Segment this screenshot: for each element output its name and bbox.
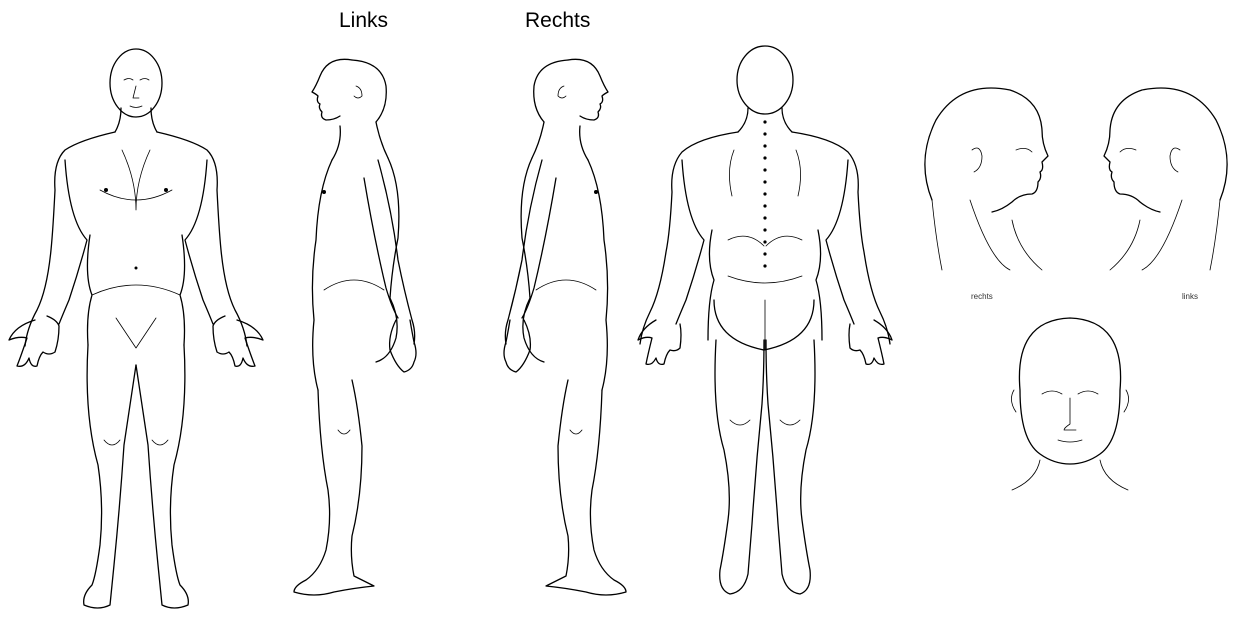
right-side-body-figure <box>480 0 640 618</box>
label-head-links: links <box>1182 292 1198 301</box>
head-left-profile <box>1100 80 1240 280</box>
label-head-rechts: rechts <box>971 292 993 301</box>
head-front-view <box>1000 310 1140 500</box>
front-body-figure <box>0 0 280 618</box>
head-right-profile <box>912 80 1052 280</box>
back-body-figure <box>630 0 900 618</box>
left-side-body-figure <box>280 0 440 618</box>
